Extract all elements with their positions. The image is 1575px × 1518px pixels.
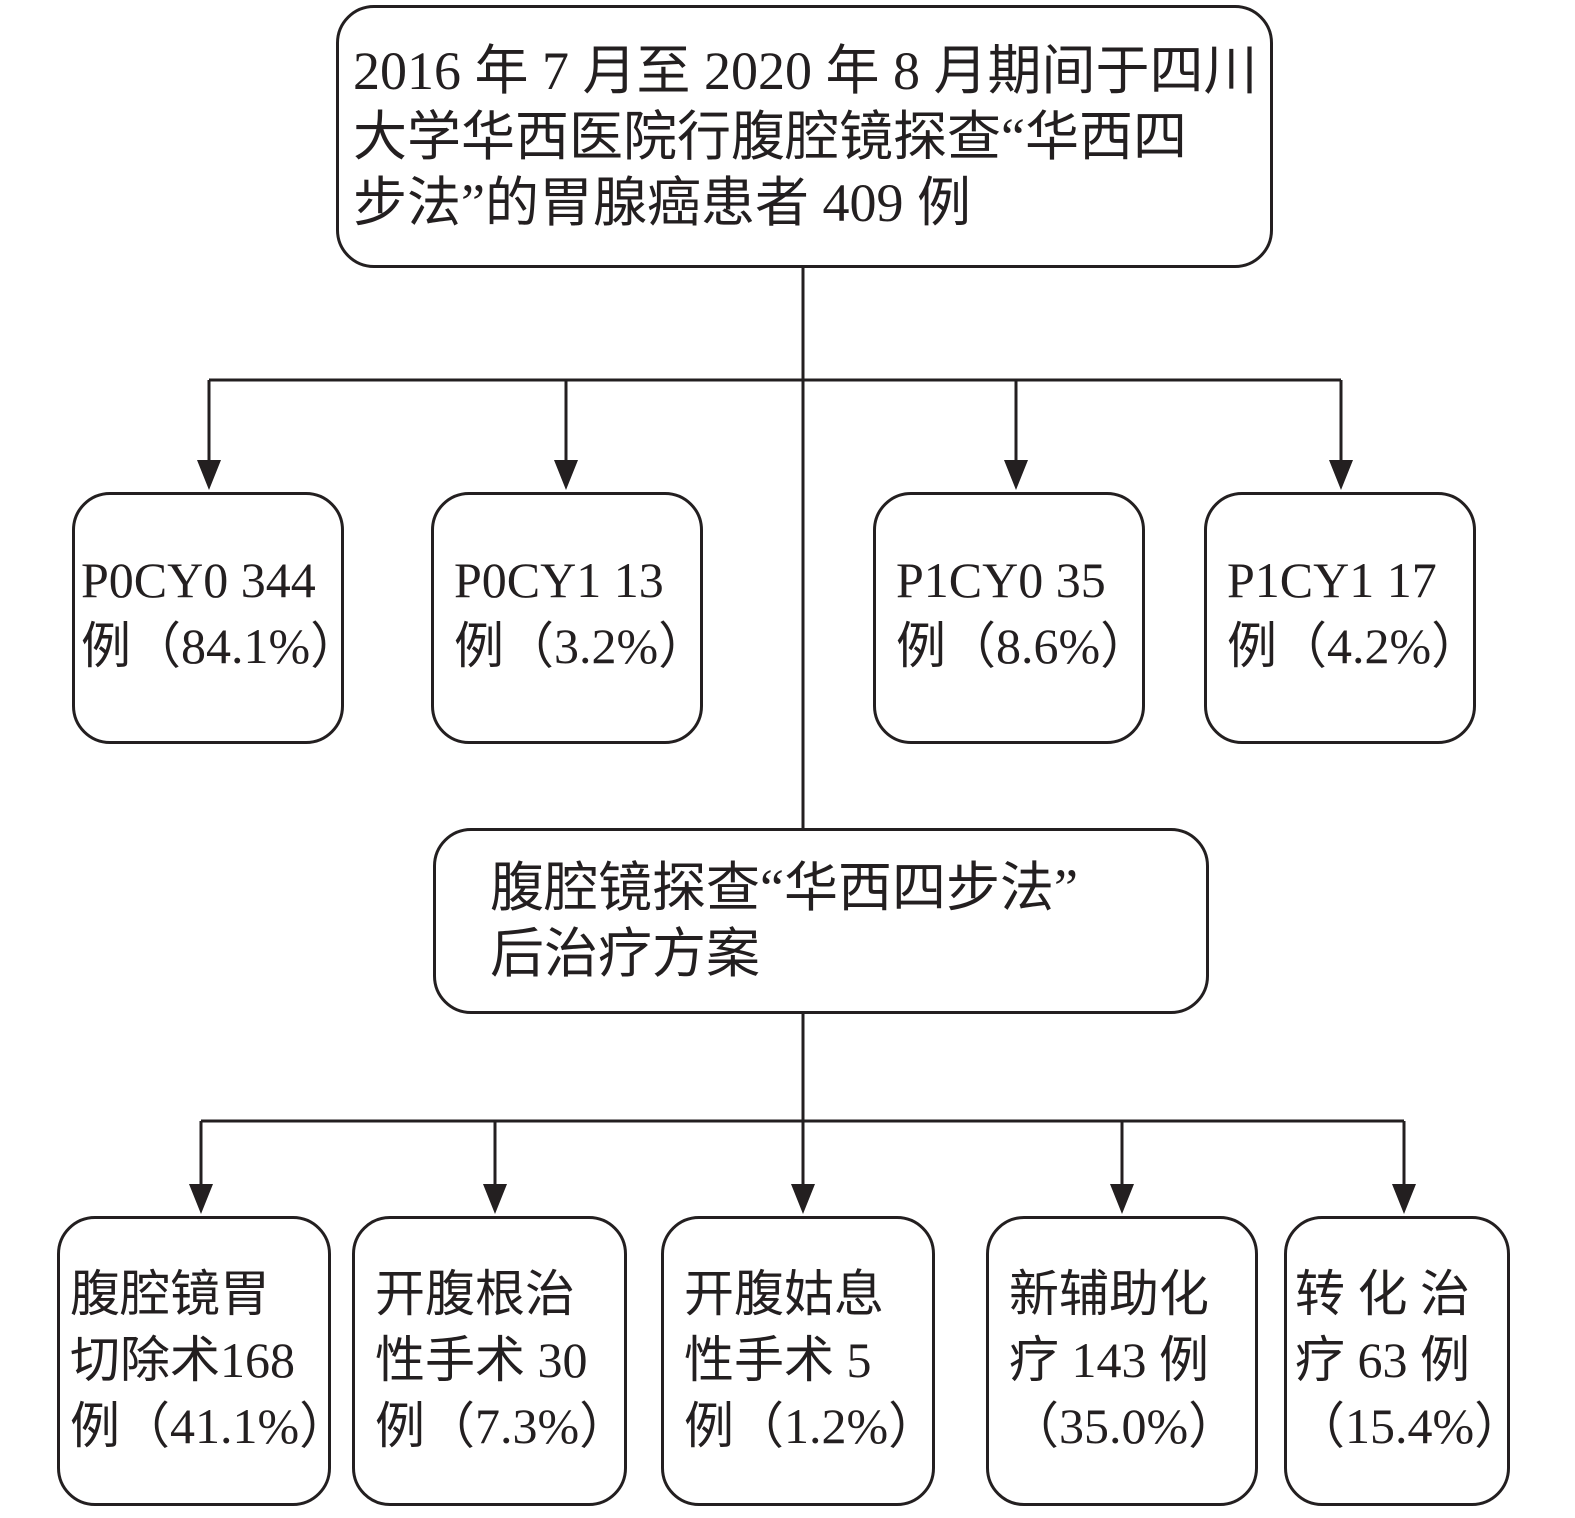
p0cy0-label: P0CY0 344 bbox=[81, 552, 316, 608]
lap-gastrectomy-box: 腹腔镜胃 切除术168 例（41.1%） bbox=[57, 1216, 350, 1506]
cohort-text-line-2: 大学华西医院行腹腔镜探查“华西四 bbox=[353, 107, 1187, 167]
arrow-p1cy0 bbox=[1004, 460, 1028, 490]
neoadjuvant-box: 新辅助化 疗 143 例 （35.0%） bbox=[986, 1216, 1258, 1506]
p1cy1-count: 例（4.2%） bbox=[1227, 618, 1482, 674]
open-radical-line-1: 开腹根治 bbox=[375, 1266, 575, 1322]
arrow-lap-gastrectomy bbox=[189, 1184, 213, 1214]
p1cy0-box: P1CY0 35 例（8.6%） bbox=[873, 492, 1151, 744]
cohort-text-line-1: 2016 年 7 月至 2020 年 8 月期间于四川 bbox=[353, 41, 1258, 101]
p1cy1-label: P1CY1 17 bbox=[1227, 552, 1437, 608]
arrow-p0cy1 bbox=[554, 460, 578, 490]
lap-gastrectomy-line-1: 腹腔镜胃 bbox=[70, 1266, 270, 1322]
p1cy0-label: P1CY0 35 bbox=[896, 552, 1106, 608]
neoadjuvant-line-3: （35.0%） bbox=[1009, 1398, 1239, 1454]
conversion-line-1: 转 化 治 bbox=[1295, 1266, 1470, 1322]
conversion-line-3: （15.4%） bbox=[1295, 1398, 1525, 1454]
neoadjuvant-line-1: 新辅助化 bbox=[1009, 1266, 1209, 1322]
lap-gastrectomy-line-3: 例（41.1%） bbox=[70, 1398, 350, 1454]
p1cy1-box: P1CY1 17 例（4.2%） bbox=[1204, 492, 1482, 744]
conversion-line-2: 疗 63 例 bbox=[1295, 1332, 1470, 1388]
p0cy1-label: P0CY1 13 bbox=[454, 552, 664, 608]
p0cy0-count: 例（84.1%） bbox=[81, 618, 361, 674]
open-palliative-box: 开腹姑息 性手术 5 例（1.2%） bbox=[661, 1216, 939, 1506]
open-palliative-line-3: 例（1.2%） bbox=[684, 1398, 939, 1454]
p1cy0-count: 例（8.6%） bbox=[896, 618, 1151, 674]
arrow-p0cy0 bbox=[197, 460, 221, 490]
open-radical-line-2: 性手术 30 bbox=[375, 1332, 588, 1388]
arrow-open-palliative bbox=[791, 1184, 815, 1214]
p0cy0-box: P0CY0 344 例（84.1%） bbox=[72, 492, 361, 744]
open-palliative-line-1: 开腹姑息 bbox=[684, 1266, 884, 1322]
treatment-plan-box: 腹腔镜探查“华西四步法” 后治疗方案 bbox=[433, 828, 1209, 1014]
open-palliative-line-2: 性手术 5 bbox=[684, 1332, 872, 1388]
treatment-plan-line-1: 腹腔镜探查“华西四步法” bbox=[490, 858, 1078, 918]
conversion-therapy-box: 转 化 治 疗 63 例 （15.4%） bbox=[1284, 1216, 1525, 1506]
lap-gastrectomy-line-2: 切除术168 bbox=[70, 1332, 295, 1388]
arrow-open-radical bbox=[483, 1184, 507, 1214]
p0cy1-box: P0CY1 13 例（3.2%） bbox=[431, 492, 709, 744]
neoadjuvant-line-2: 疗 143 例 bbox=[1009, 1332, 1209, 1388]
open-radical-line-3: 例（7.3%） bbox=[375, 1398, 630, 1454]
open-radical-box: 开腹根治 性手术 30 例（7.3%） bbox=[352, 1216, 630, 1506]
cohort-text-line-3: 步法”的胃腺癌患者 409 例 bbox=[353, 173, 971, 233]
treatment-plan-line-2: 后治疗方案 bbox=[490, 924, 760, 984]
arrow-neoadjuvant bbox=[1110, 1184, 1134, 1214]
cohort-box: 2016 年 7 月至 2020 年 8 月期间于四川 大学华西医院行腹腔镜探查… bbox=[336, 5, 1273, 268]
arrow-p1cy1 bbox=[1329, 460, 1353, 490]
arrow-conversion bbox=[1392, 1184, 1416, 1214]
p0cy1-count: 例（3.2%） bbox=[454, 618, 709, 674]
